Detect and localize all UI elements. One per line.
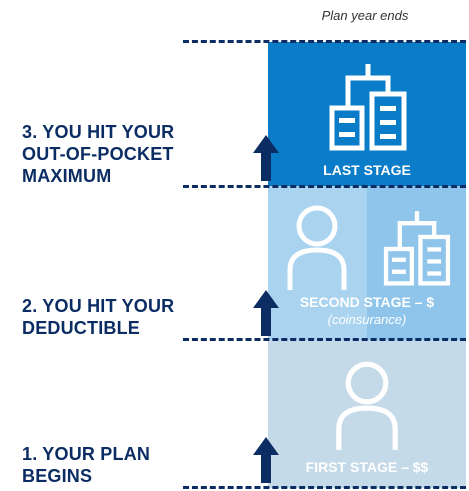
deductible-line [183,338,466,341]
arrow-up-icon [253,290,279,336]
org-chart-icon [329,64,407,151]
last-stage-title: LAST STAGE [323,162,411,178]
step-2-label: 2. YOU HIT YOUR DEDUCTIBLE [22,295,174,339]
step-2-line-2: DEDUCTIBLE [22,318,140,338]
step-1-label: 1. YOUR PLAN BEGINS [22,443,150,487]
step-1-line-1: 1. YOUR PLAN [22,444,151,464]
second-stage-title: SECOND STAGE – $ [299,294,435,310]
arrow-up-icon [253,135,279,181]
step-3-line-2: OUT-OF-POCKET [22,144,174,164]
step-1-line-2: BEGINS [22,466,93,486]
first-stage-title: FIRST STAGE – $$ [305,459,429,475]
step-3-line-1: 3. YOU HIT YOUR [22,122,175,142]
step-3-line-3: MAXIMUM [22,166,112,186]
arrow-up-icon [253,437,279,483]
step-3-label: 3. YOU HIT YOUR OUT-OF-POCKET MAXIMUM [22,121,174,187]
plan-year-ends-caption: Plan year ends [321,8,409,23]
person-icon [336,361,398,450]
person-icon [287,205,347,290]
org-chart-icon [383,211,451,286]
step-2-line-1: 2. YOU HIT YOUR [22,296,175,316]
plan-begins-line [183,486,466,489]
second-stage-subtitle: (coinsurance) [327,312,407,327]
plan-year-end-line [183,40,466,43]
out-of-pocket-line [183,185,466,188]
